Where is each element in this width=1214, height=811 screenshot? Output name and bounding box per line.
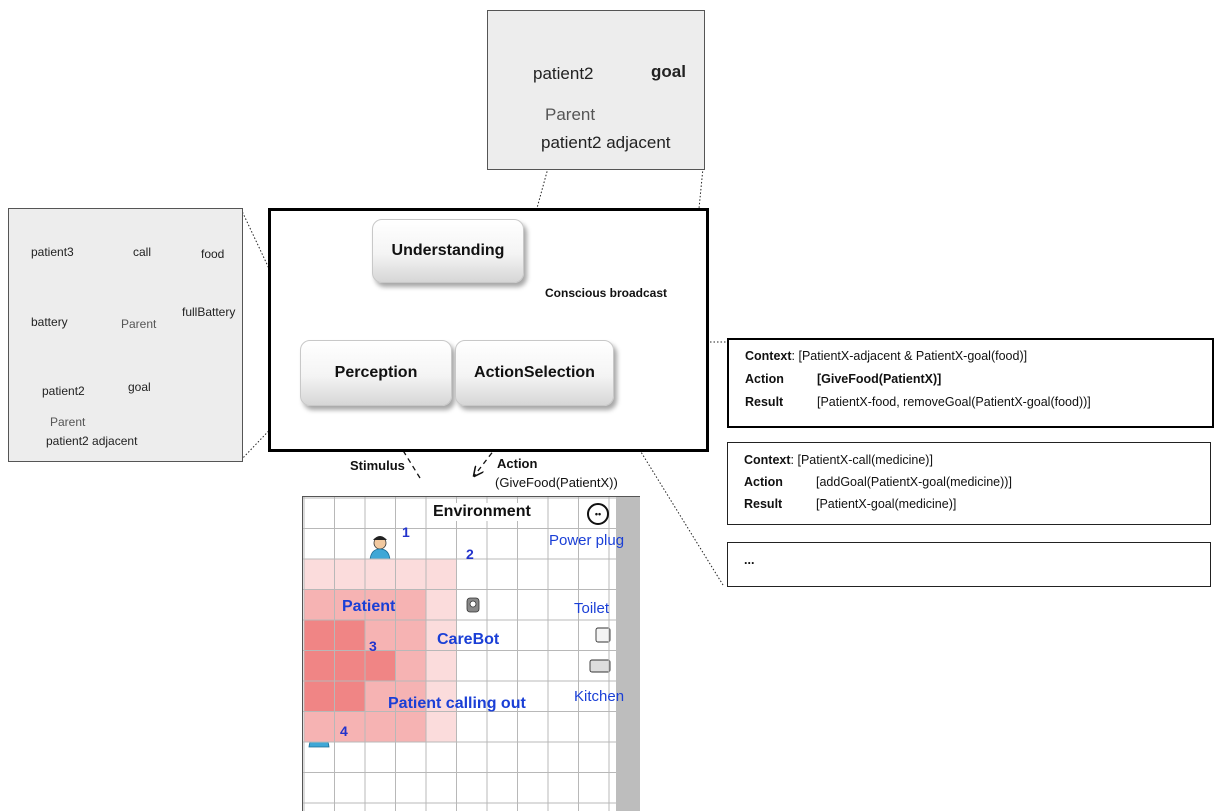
patient-1-icon-body xyxy=(369,548,391,561)
conscious-broadcast-label: Conscious broadcast xyxy=(545,286,668,300)
rule1-action-val: [GiveFood(PatientX)] xyxy=(817,372,942,386)
perception-module: Perception xyxy=(300,340,452,406)
understanding-label: Understanding xyxy=(391,242,505,259)
architecture-box xyxy=(268,208,709,452)
patient-label: Patient xyxy=(342,598,396,615)
rule1-context-val: : [PatientX-adjacent & PatientX-goal(foo… xyxy=(791,349,1028,363)
top-patient2-adjacent-label: patient2 adjacent xyxy=(541,133,671,152)
rule3-ellipsis: ... xyxy=(744,553,755,567)
understanding-module: Understanding xyxy=(372,219,524,283)
top-memory-panel xyxy=(487,10,705,170)
rule1-context-key: Context xyxy=(745,349,792,363)
kitchen-label: Kitchen xyxy=(574,688,625,705)
environment-wall xyxy=(616,497,640,811)
top-goal-label: goal xyxy=(651,62,686,81)
environment-title: Environment xyxy=(430,503,534,521)
top-parent-label: Parent xyxy=(545,105,596,124)
rule-box-3: ... xyxy=(727,542,1211,587)
toilet-icon xyxy=(595,627,611,643)
rule-box-1: Context: [PatientX-adjacent & PatientX-g… xyxy=(727,338,1214,428)
stimulus-label: Stimulus xyxy=(350,458,405,473)
power-plug-icon: •• xyxy=(587,503,609,525)
patient-number-1: 1 xyxy=(402,524,410,540)
left-goal-label: goal xyxy=(128,380,151,394)
left-call-label: call xyxy=(133,245,152,259)
rule2-action-val: [addGoal(PatientX-goal(medicine))] xyxy=(816,475,1012,489)
action-label: Action xyxy=(497,456,538,471)
rule1-result-key: Result xyxy=(745,395,784,409)
carebot-eye xyxy=(469,600,477,608)
left-fullbattery-label: fullBattery xyxy=(182,305,236,319)
left-patient2-label: patient2 xyxy=(42,384,85,398)
left-parent-label-2: Parent xyxy=(50,415,86,429)
perception-label: Perception xyxy=(334,364,418,381)
rule1-result-val: [PatientX-food, removeGoal(PatientX-goal… xyxy=(817,395,1091,409)
carebot-label: CareBot xyxy=(437,631,500,648)
carebot-icon xyxy=(466,597,480,613)
patient-1-icon xyxy=(369,536,391,561)
left-patient3-label: patient3 xyxy=(31,245,74,259)
rule-box-2: Context: [PatientX-call(medicine)] Actio… xyxy=(727,442,1211,525)
zoom-line-top-right xyxy=(689,167,704,301)
patient-1-icon-hair xyxy=(373,536,387,540)
top-patient2-label: patient2 xyxy=(533,64,594,83)
environment-grid-svg xyxy=(303,497,640,811)
toilet-label: Toilet xyxy=(574,600,610,617)
environment-grid xyxy=(302,496,640,811)
rule2-result-key: Result xyxy=(744,497,783,511)
rule2-result-val: [PatientX-goal(medicine)] xyxy=(816,497,957,511)
power-plug-label: Power plug xyxy=(549,532,625,549)
rule2-context-key: Context xyxy=(744,453,791,467)
left-food-label: food xyxy=(201,247,225,261)
left-parent-label-1: Parent xyxy=(121,317,157,331)
rule2-action-key: Action xyxy=(744,475,783,489)
rule1-action-key: Action xyxy=(745,372,784,386)
kitchen-icon xyxy=(589,659,611,673)
left-battery-label: battery xyxy=(31,315,68,329)
patient-calling-out-label: Patient calling out xyxy=(388,695,526,712)
action-selection-label: ActionSelection xyxy=(474,364,595,381)
patient-number-2: 2 xyxy=(466,546,474,562)
patient-number-3: 3 xyxy=(369,638,377,654)
left-patient2-adjacent-label: patient2 adjacent xyxy=(46,434,138,448)
action-detail-label: (GiveFood(PatientX)) xyxy=(495,475,618,490)
patient-number-4: 4 xyxy=(340,723,348,739)
left-memory-panel xyxy=(8,208,243,462)
rule2-context-val: : [PatientX-call(medicine)] xyxy=(790,453,933,467)
action-selection-module: ActionSelection xyxy=(455,340,614,406)
